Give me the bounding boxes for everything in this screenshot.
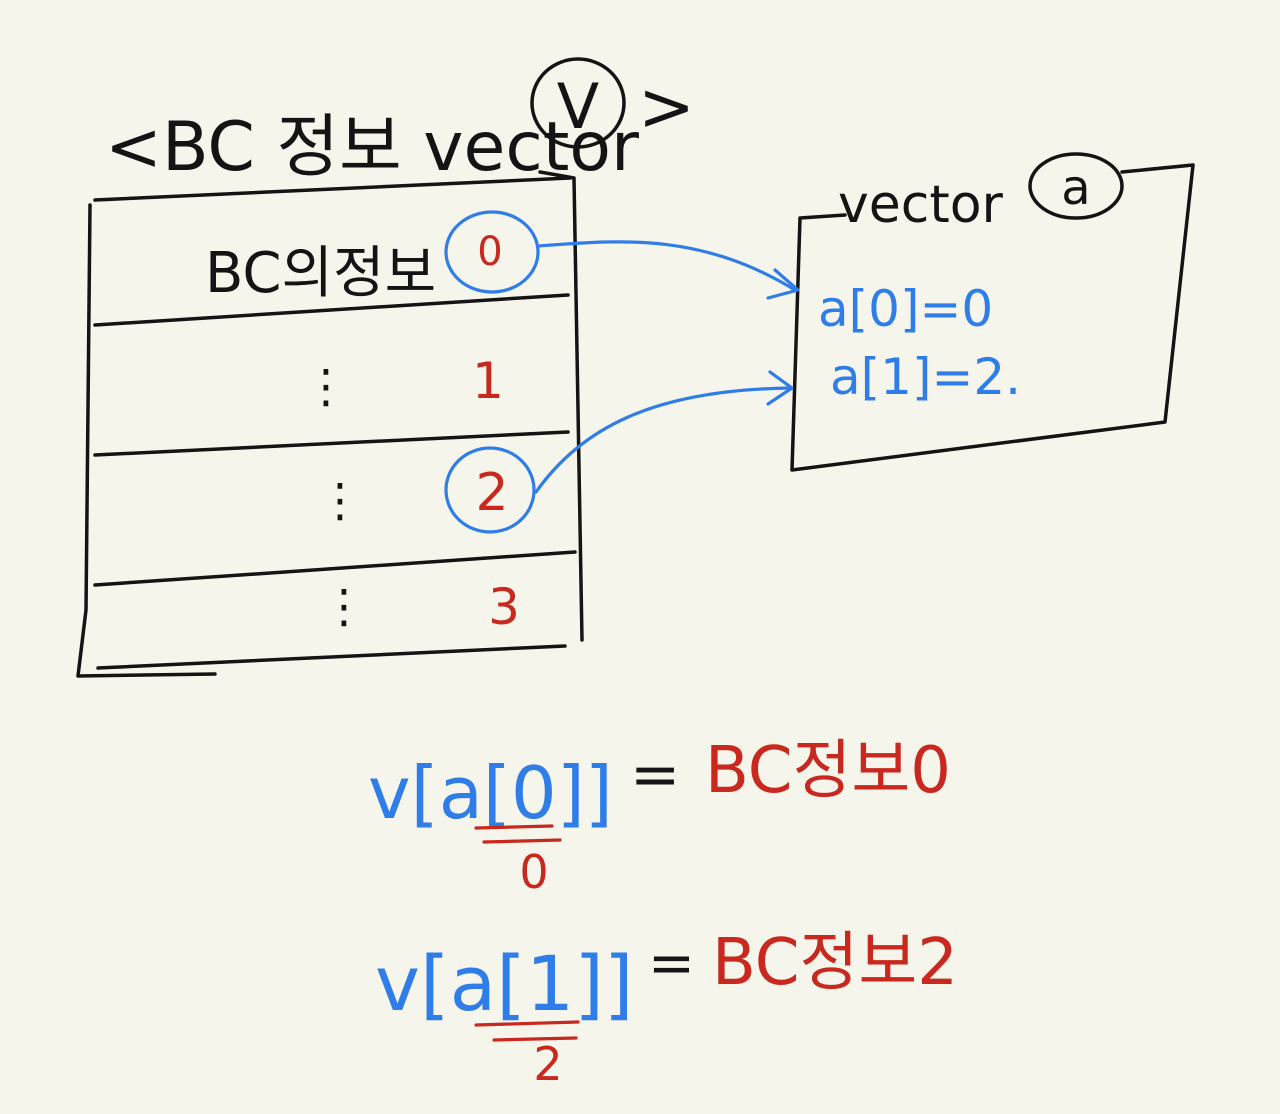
vector-a-box: vector a a[0]=0 a[1]=2.: [790, 152, 1195, 472]
table-bottom-edge: [96, 644, 567, 670]
arrow-head-0: [766, 268, 800, 300]
row-0-index-circle: [444, 210, 540, 294]
arrow-index-2-to-a1: [534, 386, 792, 494]
vector-v-heading: <BC 정보 vector V >: [105, 57, 695, 187]
pointer-arrows: [534, 240, 800, 494]
arrow-index-0-to-a0: [536, 240, 797, 292]
equation-2: v[a[1]] = BC정보2 2: [375, 926, 958, 1091]
row-divider-1: [93, 293, 570, 327]
row-0-label: BC의정보: [205, 241, 436, 306]
equation-2-underline: [474, 1020, 580, 1042]
vector-v-table: BC의정보 0 ⋮ 1 ⋮ 2 ⋮ 3: [76, 170, 584, 678]
row-divider-2: [93, 430, 570, 457]
row-2-index-circle: [444, 446, 536, 534]
row-3-index: 3: [488, 578, 520, 636]
arrow-head-1: [766, 370, 794, 406]
row-2-index: 2: [475, 463, 508, 523]
equation-1-equals: =: [630, 740, 680, 810]
equation-1-underline: [474, 824, 562, 844]
row-2-label: ⋮: [317, 473, 363, 527]
row-3-label: ⋮: [321, 579, 367, 633]
row-divider-3: [93, 550, 577, 587]
vector-a-title: vector: [838, 175, 1004, 235]
vector-a-entry-0: a[0]=0: [818, 280, 993, 338]
equation-1-lhs: v[a[0]]: [368, 751, 613, 835]
equation-2-equals: =: [648, 931, 695, 996]
vector-a-name-circle: [1028, 152, 1124, 220]
equation-2-sub: 2: [533, 1037, 562, 1091]
vector-v-name: V: [557, 70, 599, 143]
equation-1: v[a[0]] = BC정보0 0: [368, 734, 951, 899]
vector-a-border: [790, 163, 1195, 472]
equation-2-rhs: BC정보2: [712, 926, 958, 1000]
vector-v-closing-bracket: >: [638, 68, 695, 147]
vector-v-name-circle: [530, 57, 626, 149]
row-1-index: 1: [472, 352, 504, 410]
equation-1-sub: 0: [519, 845, 548, 899]
vector-a-entry-1: a[1]=2.: [830, 348, 1021, 406]
table-left-edge: [76, 203, 217, 678]
equation-2-lhs: v[a[1]]: [375, 939, 634, 1028]
equation-1-rhs: BC정보0: [705, 734, 951, 808]
table-top-edge: [93, 170, 584, 642]
vector-a-name: a: [1061, 160, 1090, 216]
row-0-index: 0: [477, 229, 502, 275]
row-1-label: ⋮: [303, 359, 349, 413]
